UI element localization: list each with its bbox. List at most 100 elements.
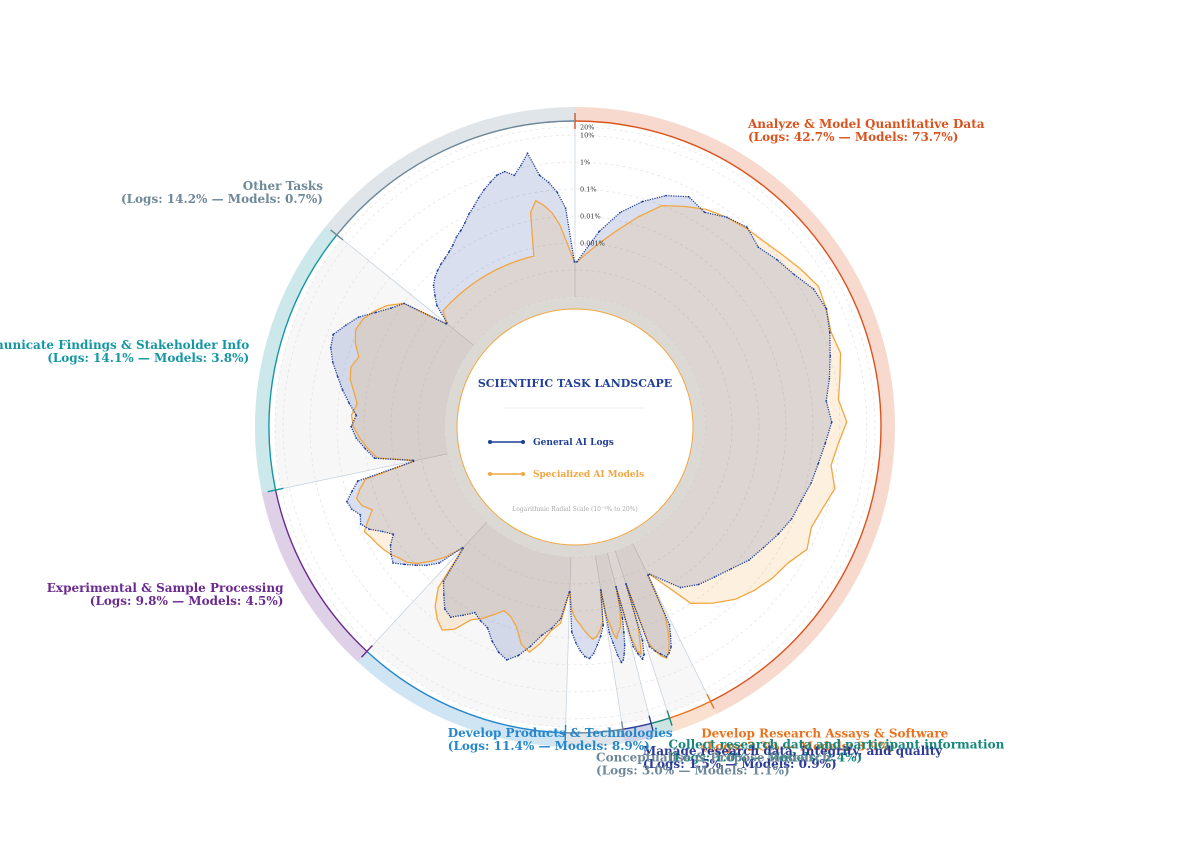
logs-point [451, 244, 454, 247]
logs-point [350, 508, 353, 511]
category-tick [706, 693, 715, 709]
center-disc [456, 308, 694, 546]
category-tick [564, 724, 567, 741]
logs-point [444, 257, 446, 260]
category-arcs-layer [255, 107, 895, 747]
logs-point [364, 447, 367, 450]
logs-point [559, 617, 562, 620]
series-models-area [350, 200, 847, 659]
logs-point [762, 546, 765, 549]
logs-point [620, 661, 623, 664]
logs-point [412, 459, 415, 462]
logs-point [368, 528, 371, 531]
logs-point [622, 631, 625, 634]
logs-point [564, 207, 567, 210]
logs-point [443, 608, 446, 610]
logs-point [495, 174, 498, 177]
category-band [261, 489, 367, 662]
logs-point [647, 574, 649, 576]
logs-point [459, 229, 462, 232]
category-label-stats: (Logs: 2.3% — Models: 3.9%) [701, 739, 895, 753]
category-band [574, 107, 895, 714]
logs-point [800, 500, 802, 503]
logs-point [442, 594, 445, 596]
logs-point [538, 174, 541, 177]
logs-point [668, 652, 671, 654]
radial-tick-label: 10% [580, 132, 594, 140]
category-band [564, 729, 626, 747]
category-arc-line [366, 650, 566, 734]
logs-point [434, 276, 436, 279]
category-tick [267, 487, 284, 493]
sector-divider [606, 552, 654, 731]
category-label-name: Manage research data, integrity, and qua… [643, 744, 943, 758]
category-label-name: Develop Products & Technologies [448, 726, 673, 740]
logs-point [336, 375, 339, 378]
logs-point [641, 639, 644, 642]
sector-divider [614, 550, 673, 725]
category-label-stats: (Logs: 9.8% — Models: 4.5%) [90, 594, 284, 608]
legend-logs-marker-end [521, 440, 525, 444]
chart-title: SCIENTIFIC TASK LANDSCAPE [478, 377, 672, 390]
logs-point [529, 645, 532, 648]
logs-point [665, 194, 667, 197]
logs-point [817, 462, 820, 465]
logs-point [350, 425, 353, 428]
logs-point [777, 533, 780, 536]
logs-point [596, 644, 599, 646]
logs-point [579, 649, 582, 652]
legend-models-marker-start [488, 472, 492, 476]
logs-point [648, 573, 651, 576]
category-label-stats: (Logs: 14.1% — Models: 3.8%) [47, 351, 249, 365]
logs-point [654, 650, 657, 652]
logs-point [392, 533, 395, 536]
logs-point [621, 617, 624, 619]
sector-divider [268, 453, 448, 492]
logs-point [445, 322, 448, 324]
logs-point [479, 620, 482, 622]
category-label-name: Communicate Findings & Stakeholder Info [0, 338, 249, 352]
logs-point [790, 517, 793, 520]
sector-divider [632, 543, 714, 708]
category-band [255, 226, 337, 493]
category-label-name: Analyze & Model Quantitative Data [747, 117, 985, 131]
logs-point [598, 230, 600, 233]
logs-point [462, 614, 464, 617]
logs-point [455, 236, 458, 239]
logs-point [513, 174, 516, 177]
legend: General AI Logs Specialized AI Models [488, 438, 644, 480]
logs-point [619, 211, 621, 214]
logs-point [625, 583, 627, 585]
center-panel: SCIENTIFIC TASK LANDSCAPE General AI Log… [445, 297, 705, 557]
category-label-stats: (Logs: 1.0% — Models: 2.4%) [668, 751, 862, 765]
logs-point [373, 457, 376, 460]
category-labels-layer: Analyze & Model Quantitative Data(Logs: … [0, 117, 1005, 777]
category-label-stats: (Logs: 11.4% — Models: 8.9%) [448, 739, 650, 753]
logs-point [356, 480, 359, 482]
logs-point [575, 261, 578, 263]
logs-point [390, 307, 392, 309]
category-label-stats: (Logs: 42.7% — Models: 73.7%) [748, 130, 958, 144]
logs-point [687, 195, 690, 198]
logs-point [517, 654, 520, 657]
logs-point [438, 562, 441, 564]
logs-point [622, 659, 625, 661]
logs-point [403, 302, 405, 305]
logs-point [829, 355, 832, 357]
scale-note: Logarithmic Radial Scale (10⁻⁵% to 20%) [512, 506, 638, 513]
logs-point [757, 246, 760, 249]
logs-point [825, 307, 828, 310]
logs-point [643, 653, 645, 656]
logs-point [697, 583, 700, 586]
logs-point [632, 645, 635, 648]
logs-point [665, 655, 668, 658]
category-label-stats: (Logs: 3.0% — Models: 1.1%) [596, 763, 790, 777]
logs-point [341, 389, 344, 391]
logs-point [810, 482, 813, 484]
category-arc-line [268, 234, 338, 491]
logs-point [828, 331, 831, 334]
legend-models-label: Specialized AI Models [533, 470, 644, 480]
logs-point [390, 553, 392, 556]
category-label-name: Conceptualise & Propose Research [596, 750, 831, 764]
